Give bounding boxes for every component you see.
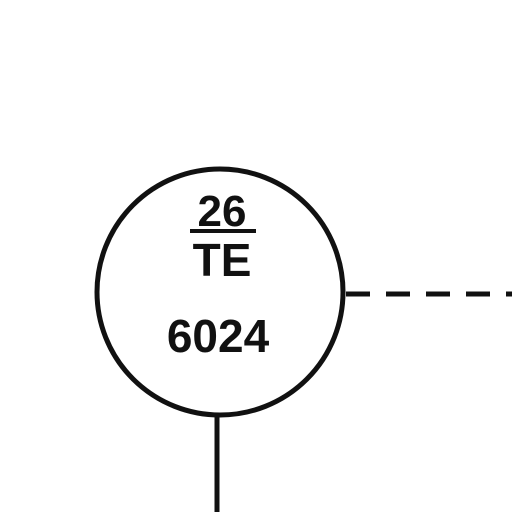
function-code: TE xyxy=(193,234,252,286)
tag-number: 6024 xyxy=(167,310,270,362)
instrument-bubble[interactable] xyxy=(94,166,346,418)
loop-number: 26 xyxy=(198,187,247,236)
